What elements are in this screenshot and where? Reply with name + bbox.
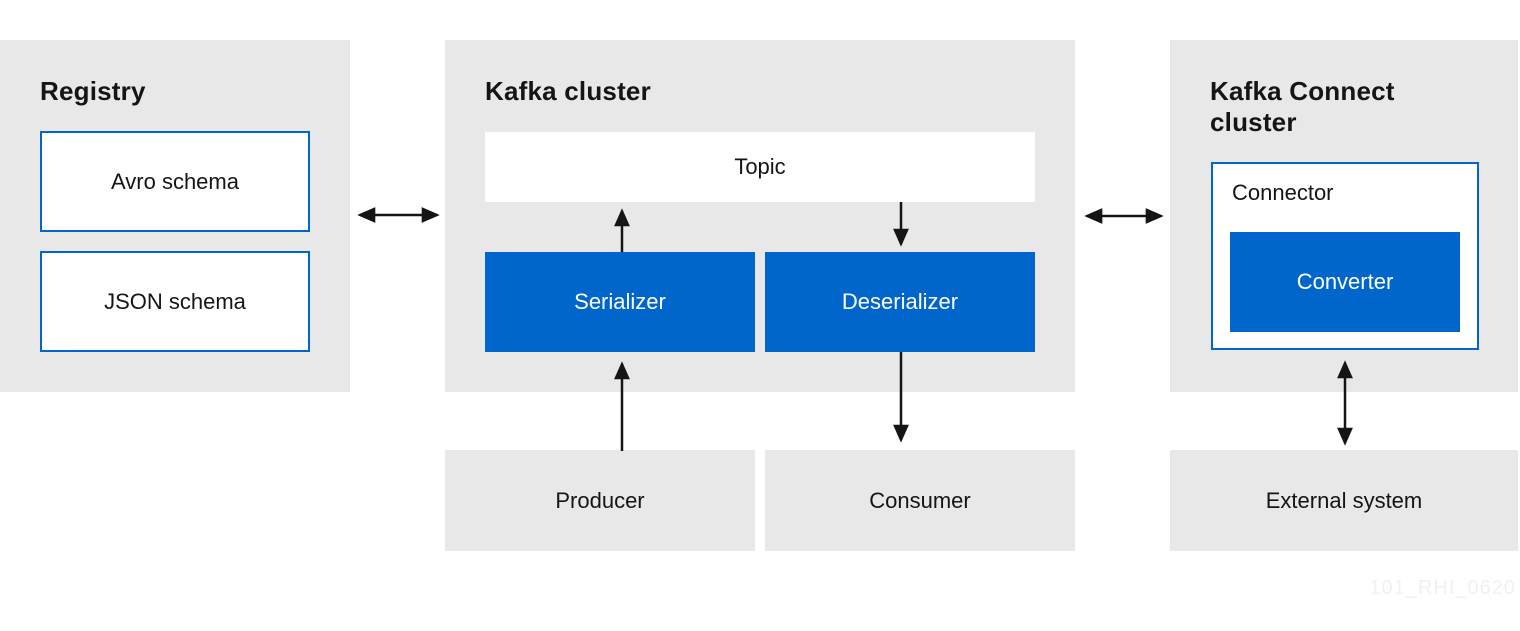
deserializer-label: Deserializer [841,289,959,314]
producer-node: Producer [445,450,755,551]
json-schema-label: JSON schema [104,288,246,314]
topic-node: Topic [485,132,1035,202]
topic-label: Topic [734,154,786,179]
converter-label: Converter [1296,269,1394,294]
json-schema-node: JSON schema [40,251,310,352]
avro-schema-node: Avro schema [40,131,310,232]
watermark-text: 101_RHI_0620 [1369,577,1516,599]
serializer-label: Serializer [574,289,666,314]
registry-title: Registry [40,76,146,106]
registry-panel: Registry Avro schema JSON schema [0,40,350,392]
deserializer-node: Deserializer [765,252,1035,352]
external-system-node: External system [1170,450,1518,551]
kafka-connect-title: Kafka Connect cluster [1210,76,1395,137]
avro-schema-label: Avro schema [111,168,239,194]
kafka-cluster-title: Kafka cluster [485,76,651,106]
external-system-label: External system [1265,487,1423,513]
converter-node: Converter [1230,232,1460,332]
serializer-node: Serializer [485,252,755,352]
producer-label: Producer [555,487,645,513]
kafka-connect-panel: Kafka Connect cluster Connector Converte… [1170,40,1518,392]
consumer-node: Consumer [765,450,1075,551]
kafka-cluster-panel: Kafka cluster Topic Serializer Deseriali… [445,40,1075,392]
connector-label: Connector [1232,180,1334,205]
consumer-label: Consumer [869,487,971,513]
connector-node: Connector Converter [1211,162,1479,350]
